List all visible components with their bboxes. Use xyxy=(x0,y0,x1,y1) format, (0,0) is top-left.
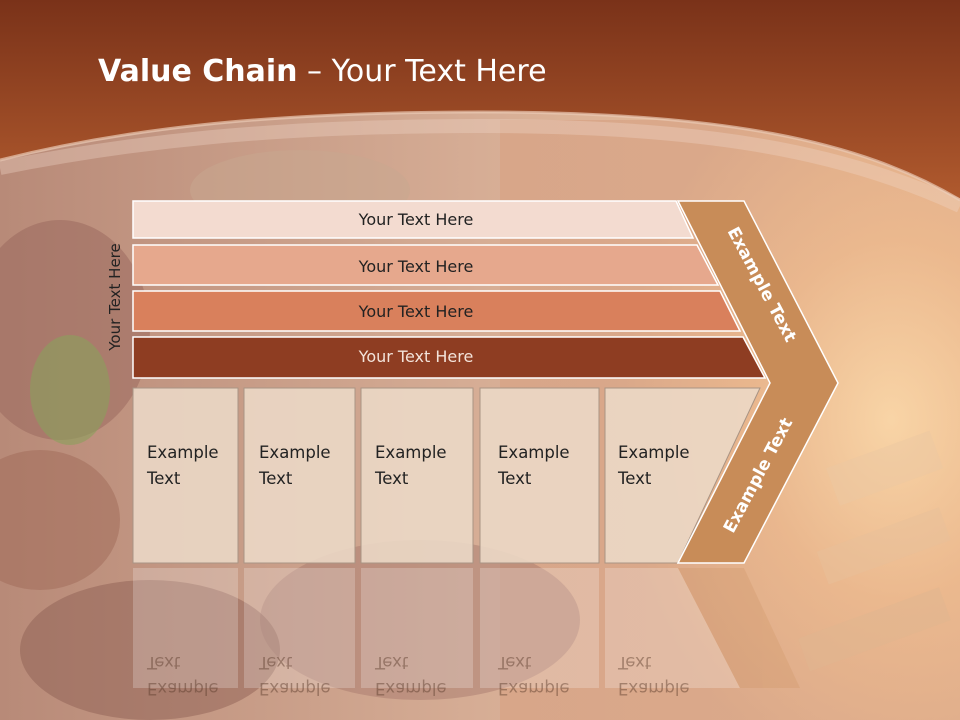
activity-card: Example Text xyxy=(479,387,600,564)
svg-text:Text: Text xyxy=(258,653,293,672)
reflection-text: Example Text Example Text Example Text E… xyxy=(146,653,690,698)
svg-text:Example: Example xyxy=(259,679,331,698)
support-bar-label: Your Text Here xyxy=(358,347,474,366)
support-bar-label: Your Text Here xyxy=(358,257,474,276)
activity-card: Example Text xyxy=(360,387,474,564)
activity-card: Example Text xyxy=(243,387,356,564)
diagram-reflection xyxy=(133,568,800,688)
activity-card-line1: Example xyxy=(498,443,570,462)
support-bar: Your Text Here xyxy=(132,336,767,379)
support-bar-label: Your Text Here xyxy=(358,302,474,321)
activity-card-line1: Example xyxy=(259,443,331,462)
activity-card-line2: Text xyxy=(497,469,532,488)
svg-text:Example: Example xyxy=(375,679,447,698)
activity-card-line2: Text xyxy=(617,469,652,488)
support-bar: Your Text Here xyxy=(132,200,695,239)
support-bar-label: Your Text Here xyxy=(358,210,474,229)
activity-card-line2: Text xyxy=(146,469,181,488)
activity-card-line1: Example xyxy=(147,443,219,462)
support-bar: Your Text Here xyxy=(132,290,742,332)
svg-text:Text: Text xyxy=(146,653,181,672)
activity-card: Example Text xyxy=(132,387,239,564)
activity-card: Example Text xyxy=(604,387,761,564)
activity-card-line2: Text xyxy=(374,469,409,488)
activity-card-line1: Example xyxy=(375,443,447,462)
svg-text:Example: Example xyxy=(618,679,690,698)
svg-text:Example: Example xyxy=(498,679,570,698)
svg-text:Text: Text xyxy=(374,653,409,672)
svg-text:Text: Text xyxy=(617,653,652,672)
activity-card-line2: Text xyxy=(258,469,293,488)
support-bar: Your Text Here xyxy=(132,244,720,286)
slide-title: Value Chain – Your Text Here xyxy=(98,54,547,89)
activity-card-line1: Example xyxy=(618,443,690,462)
svg-text:Example: Example xyxy=(147,679,219,698)
svg-text:Text: Text xyxy=(497,653,532,672)
